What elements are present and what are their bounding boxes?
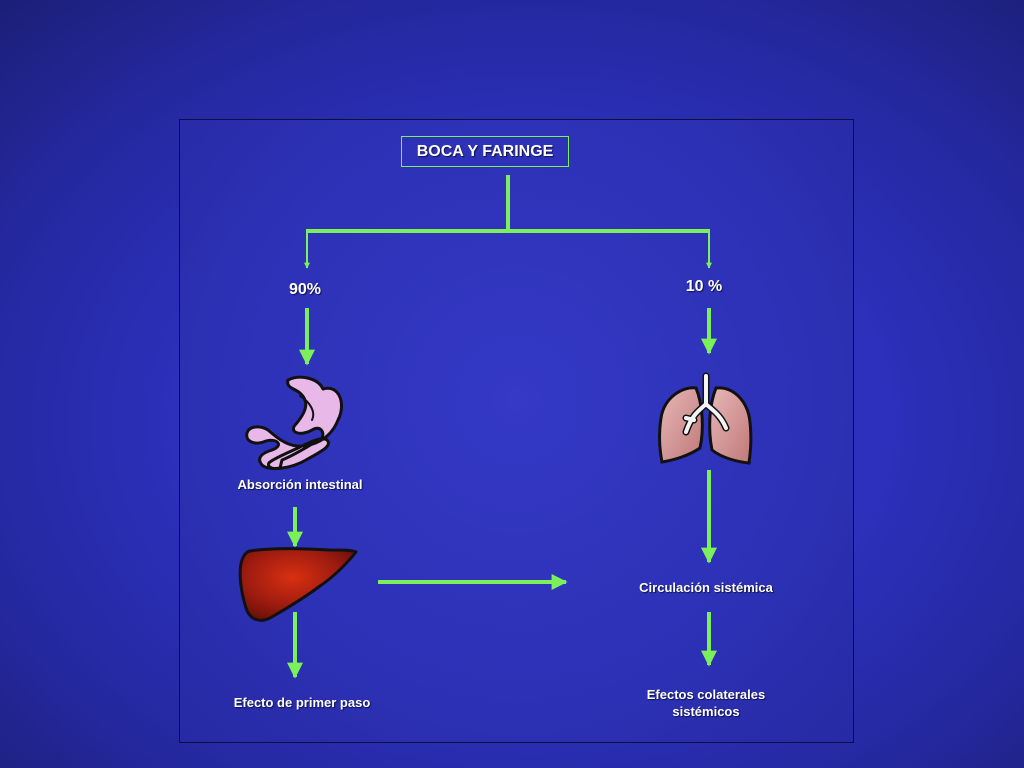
effects-label-line2: sistémicos [672,704,740,719]
branch-connector [304,175,712,269]
percent-10-label: 10 % [685,278,723,295]
lungs-icon [657,372,753,465]
effects-label: Efectos colaterales sistémicos [608,686,804,720]
effects-label-line1: Efectos colaterales [646,687,766,702]
percent-90-label: 90% [288,281,322,298]
first-pass-label: Efecto de primer paso [233,695,371,710]
circulation-label: Circulación sistémica [639,580,773,595]
top-node-label: BOCA Y FARINGE [416,142,554,160]
top-node: BOCA Y FARINGE [401,136,569,167]
stomach-icon [245,375,343,471]
absorption-label: Absorción intestinal [237,477,363,492]
liver-icon [238,547,358,622]
